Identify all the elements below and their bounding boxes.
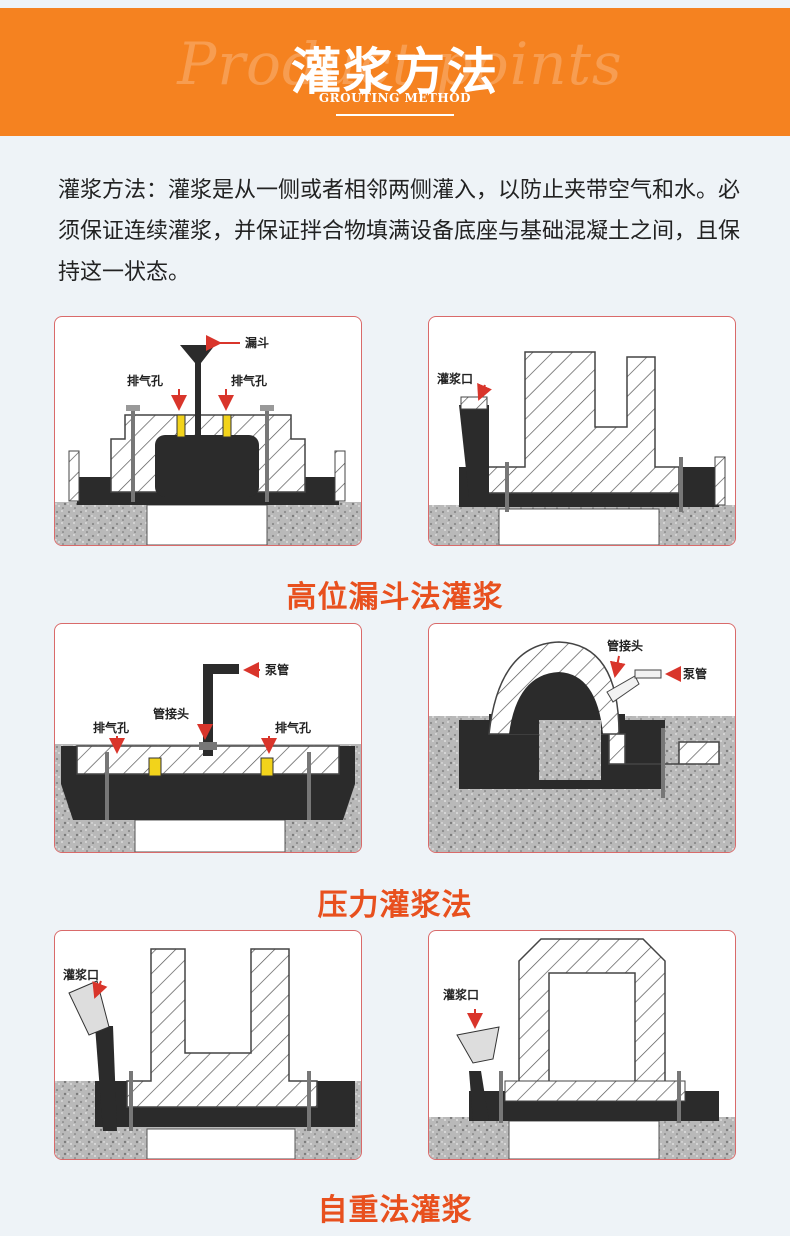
label-pipe-joint: 管接头 bbox=[607, 638, 643, 653]
section-title-pressure: 压力灌浆法 bbox=[317, 888, 473, 923]
section-title-high-funnel: 高位漏斗法灌浆 bbox=[286, 580, 504, 615]
label-funnel: 漏斗 bbox=[245, 335, 269, 350]
header-watermark: Product points bbox=[177, 30, 623, 98]
label-pump-pipe: 泵管 bbox=[683, 666, 707, 681]
label-vent-right: 排气孔 bbox=[275, 720, 311, 735]
intro-paragraph: 灌浆方法：灌浆是从一侧或者相邻两侧灌入，以防止夹带空气和水。必须保证连续灌浆，并… bbox=[58, 178, 741, 285]
diagram-gravity-right: 灌浆口 bbox=[428, 930, 736, 1160]
label-vent-left: 排气孔 bbox=[93, 720, 129, 735]
label-pump-pipe: 泵管 bbox=[265, 662, 289, 677]
label-grout-port: 灌浆口 bbox=[442, 987, 479, 1002]
page-title: 灌浆方法 bbox=[291, 42, 499, 101]
diagram-high-funnel-left: 漏斗 排气孔 排气孔 bbox=[54, 316, 362, 546]
title-underline bbox=[336, 114, 454, 116]
diagram-gravity-left: 灌浆口 bbox=[54, 930, 362, 1160]
diagram-pressure-right: 管接头 泵管 bbox=[428, 623, 736, 853]
label-grout-port: 灌浆口 bbox=[62, 967, 99, 982]
header-banner: Product points 灌浆方法 GROUTING METHOD bbox=[0, 8, 790, 136]
label-grout-port: 灌浆口 bbox=[436, 371, 473, 386]
diagram-pressure-left: 泵管 管接头 排气孔 排气孔 bbox=[54, 623, 362, 853]
diagram-high-funnel-right: 灌浆口 bbox=[428, 316, 736, 546]
label-vent-right: 排气孔 bbox=[231, 373, 267, 388]
section-title-gravity: 自重法灌浆 bbox=[317, 1193, 473, 1228]
label-vent-left: 排气孔 bbox=[127, 373, 163, 388]
page-subtitle: GROUTING METHOD bbox=[318, 91, 472, 105]
label-pipe-joint: 管接头 bbox=[153, 706, 189, 721]
